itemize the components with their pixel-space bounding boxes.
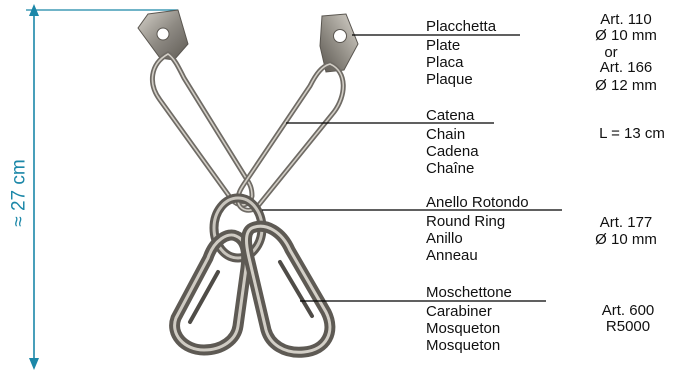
leader-lines bbox=[262, 35, 562, 301]
label-ring-en: Round Ring bbox=[426, 214, 505, 229]
spec-carabiner-model: R5000 bbox=[588, 320, 668, 334]
spec-plate-dia1: Ø 10 mm bbox=[586, 29, 666, 43]
spec-plate-dia2: Ø 12 mm bbox=[586, 79, 666, 93]
label-plate-en: Plate bbox=[426, 38, 460, 53]
label-chain-it: Catena bbox=[426, 108, 474, 123]
label-chain-fr: Chaîne bbox=[426, 161, 474, 176]
spec-chain-length: L = 13 cm bbox=[592, 127, 672, 141]
label-carabiner-fr: Mosqueton bbox=[426, 338, 500, 353]
spec-plate-art1: Art. 110 bbox=[586, 13, 666, 27]
label-plate-es: Placa bbox=[426, 55, 464, 70]
spec-plate-art2: Art. 166 bbox=[586, 61, 666, 75]
label-carabiner-it: Moschettone bbox=[426, 285, 512, 300]
label-chain-es: Cadena bbox=[426, 144, 479, 159]
right-chain bbox=[238, 64, 343, 210]
left-chain bbox=[152, 54, 252, 205]
spec-plate-or: or bbox=[586, 46, 636, 60]
label-carabiner-es: Mosqueton bbox=[426, 321, 500, 336]
left-carabiner bbox=[175, 235, 247, 350]
dimension-label: ≈ 27 cm bbox=[9, 159, 31, 226]
spec-ring-art: Art. 177 bbox=[586, 216, 666, 230]
left-plate bbox=[138, 10, 188, 60]
dimension-arrow bbox=[26, 4, 178, 370]
label-ring-fr: Anneau bbox=[426, 248, 478, 263]
label-plate-fr: Plaque bbox=[426, 72, 473, 87]
label-carabiner-en: Carabiner bbox=[426, 304, 492, 319]
label-ring-it: Anello Rotondo bbox=[426, 195, 529, 210]
spec-carabiner-art: Art. 600 bbox=[588, 304, 668, 318]
label-ring-es: Anillo bbox=[426, 231, 463, 246]
label-plate-it: Placchetta bbox=[426, 19, 496, 34]
label-chain-en: Chain bbox=[426, 127, 465, 142]
spec-ring-dia: Ø 10 mm bbox=[586, 233, 666, 247]
